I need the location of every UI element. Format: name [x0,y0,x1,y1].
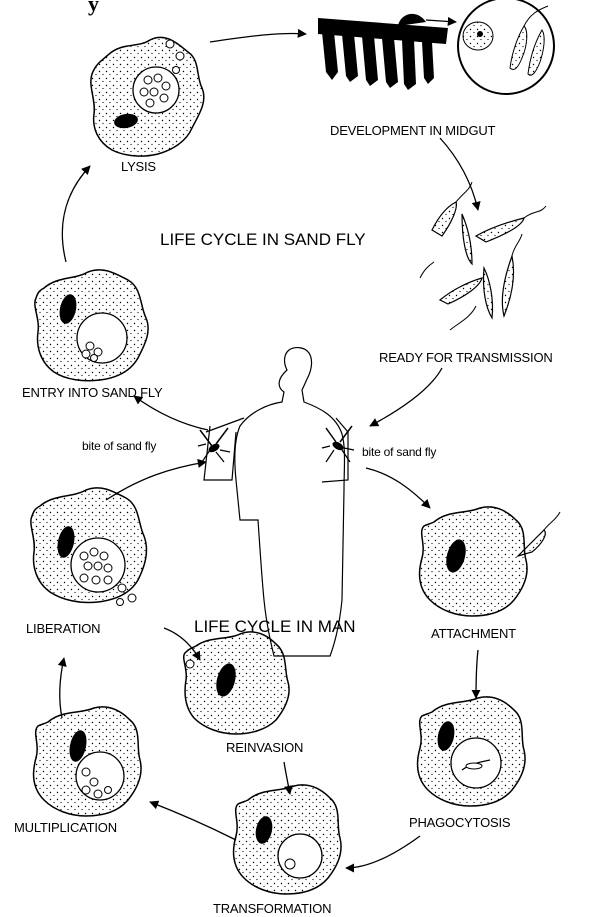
title-life-cycle-in-man: LIFE CYCLE IN MAN [194,618,356,635]
label-development-in-midgut: DEVELOPMENT IN MIDGUT [330,124,495,137]
label-ready-for-transmission: READY FOR TRANSMISSION [379,351,553,364]
midgut-illustration [318,14,456,90]
liberation-cell [31,488,147,606]
title-life-cycle-in-sand-fly: LIFE CYCLE IN SAND FLY [160,231,366,248]
label-bite-of-sand-fly-left: bite of sand fly [82,440,156,452]
lysis-cell [91,37,204,156]
label-entry-into-sand-fly: ENTRY INTO SAND FLY [22,386,162,399]
multiplication-cell [34,707,141,816]
magnified-view [458,0,554,94]
human-figure [204,348,348,656]
phagocytosis-cell [418,697,525,806]
label-bite-of-sand-fly-right: bite of sand fly [362,446,436,458]
entry-cell [35,270,148,381]
label-liberation: LIBERATION [26,622,100,635]
attachment-cell [420,507,560,616]
transformation-cell [234,785,341,894]
label-reinvasion: REINVASION [226,741,303,754]
reinvasion-cell [184,632,289,734]
label-transformation: TRANSFORMATION [213,902,331,915]
sand-fly-left-icon [198,428,230,462]
label-multiplication: MULTIPLICATION [14,821,117,834]
promastigotes [420,182,546,330]
label-attachment: ATTACHMENT [431,627,516,640]
top-cut-text: y [88,0,99,15]
label-phagocytosis: PHAGOCYTOSIS [409,816,510,829]
label-lysis: LYSIS [121,160,156,173]
